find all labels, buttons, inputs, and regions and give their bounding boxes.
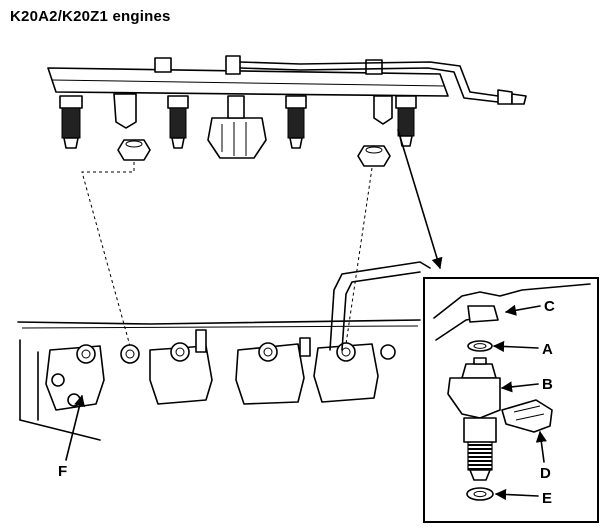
- label-f: F: [58, 463, 67, 480]
- detail-box: [423, 277, 599, 523]
- diagram-title: K20A2/K20Z1 engines: [10, 8, 171, 25]
- injector-1: [59, 95, 83, 149]
- cylinder-head: [17, 261, 431, 441]
- fuel-rail: [47, 55, 527, 129]
- injector-2: [167, 95, 189, 149]
- label-a: A: [542, 341, 553, 358]
- injector-3: [285, 95, 307, 149]
- label-e: E: [542, 490, 552, 507]
- rail-nut-right: [357, 145, 391, 167]
- label-b: B: [542, 376, 553, 393]
- label-c: C: [544, 298, 555, 315]
- fuel-pressure-regulator: [207, 95, 267, 159]
- label-d: D: [540, 465, 551, 482]
- rail-nut-left: [117, 139, 151, 161]
- injector-4: [395, 95, 417, 147]
